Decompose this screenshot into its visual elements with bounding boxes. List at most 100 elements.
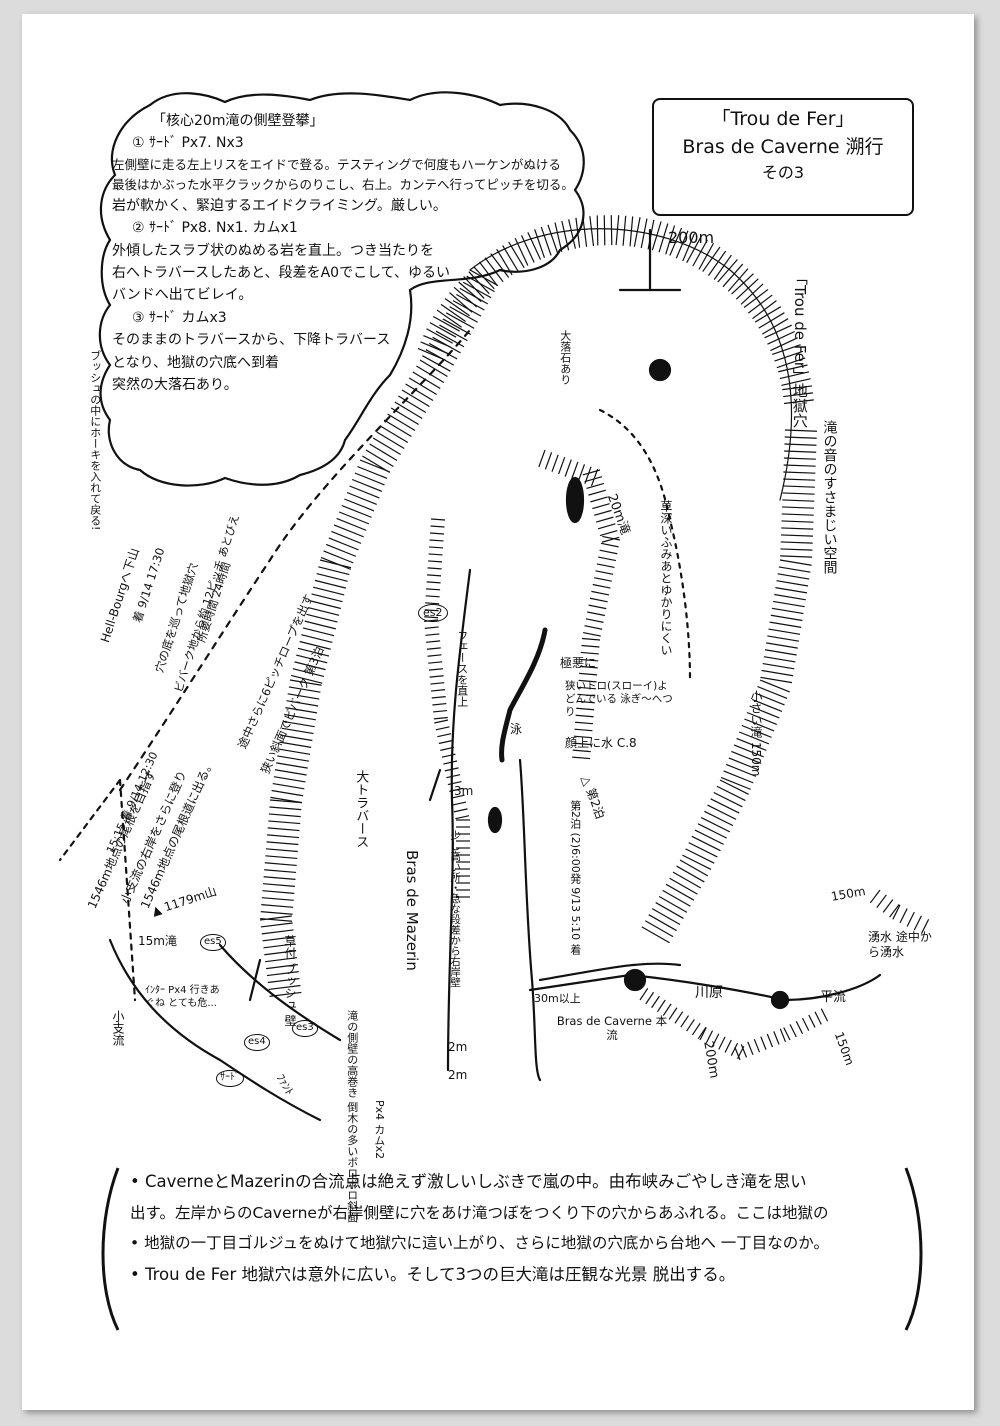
cliff-tick [261, 897, 294, 901]
cliff-tick [590, 496, 608, 503]
cliff-tick [428, 560, 443, 563]
cliff-tick [299, 640, 331, 650]
cliff-tick [436, 309, 462, 328]
cliff-tick [770, 337, 798, 352]
cliff-tick [265, 855, 298, 860]
cliff-tick [577, 686, 596, 690]
cliff-tick [633, 217, 641, 247]
note-cloud [98, 91, 585, 487]
cliff-tick [747, 294, 773, 314]
cliff-tick [426, 581, 441, 584]
cliff-tick [432, 315, 460, 332]
cliff-tick [394, 401, 423, 419]
cliff-tick [266, 841, 299, 846]
note-line: 出す。左岸からのCaverneが右岸側壁に穴をあけ滝つぼをつくり下の穴からあふれ… [130, 1204, 829, 1223]
cliff-tick [697, 823, 727, 839]
cliff-tick [279, 741, 312, 748]
cliff-tick [490, 253, 510, 278]
cliff-tick [789, 1024, 797, 1038]
mazerin-gorge-right-wall [518, 758, 542, 1082]
cliff-tick [727, 268, 749, 292]
cliff-tick [764, 324, 792, 339]
cliff-tick [376, 431, 405, 450]
cliff-tick [579, 665, 598, 669]
cliff-tick [416, 365, 445, 383]
cliff-tick [351, 478, 383, 492]
cliff-tick [596, 563, 615, 569]
cliff-tick [594, 509, 612, 516]
cliff-tick [456, 293, 485, 311]
note-line: • Trou de Fer 地獄穴は意外に広い。そして3つの巨大滝は圧観な光景 … [130, 1264, 736, 1284]
cliff-tick [325, 543, 357, 557]
cliff-tick [761, 318, 789, 335]
cliff-tick [773, 1031, 780, 1045]
cliff-tick [306, 613, 338, 623]
contour-ticks [259, 215, 930, 1061]
cliff-tick [698, 242, 715, 270]
cliff-tick [564, 459, 572, 477]
cliff-tick [267, 827, 300, 832]
cliff-tick [702, 246, 721, 272]
cliff-tick [679, 859, 709, 877]
cliff-tick [568, 219, 576, 249]
cliff-tick [781, 520, 814, 523]
goku-note: 極悪に [560, 656, 597, 670]
creek-note: ｲﾝﾀｰ Px4 行きあぐね とても危... [145, 985, 220, 1009]
cliff-tick [782, 499, 815, 502]
cliff-tick [728, 757, 759, 771]
cliff-tick [430, 525, 445, 528]
cliff-tick [380, 425, 409, 444]
cliff-tick [430, 518, 446, 521]
cliff-tick [280, 734, 313, 742]
note-line: • CaverneとMazerinの合流点は絶えず激しいしぶきで嵐の中。由布峡み… [130, 1172, 807, 1191]
cliff-tick [447, 780, 462, 786]
cliff-tick [691, 835, 721, 852]
cliff-tick [772, 344, 801, 356]
cliff-tick [268, 820, 301, 825]
cliff-tick [264, 950, 297, 956]
cliff-tick [699, 1027, 707, 1041]
cliff-tick [502, 245, 519, 272]
cliff-tick [401, 389, 430, 407]
mazerin-label: Bras de Mazerin [402, 850, 421, 971]
cliff-tick [801, 1017, 810, 1031]
cliff-tick [598, 556, 616, 562]
cliff-tick [296, 654, 328, 664]
cliff-tick [586, 482, 605, 489]
es4-tag: es4 [244, 1034, 270, 1051]
narrow-note: 狭いトロ(スローイ)よどんでいる 泳ぎ〜へつり [565, 680, 673, 719]
cliff-tick [782, 506, 815, 509]
trou-de-fer-sub: 滝の音のすさまじい空間 [821, 420, 838, 574]
cliff-tick [722, 263, 744, 288]
cliff-tick [426, 588, 441, 591]
cliff-tick [428, 553, 443, 556]
cliff-tick [705, 1030, 714, 1044]
cliff-tick [439, 324, 468, 342]
cliff-tick [713, 791, 743, 808]
cliff-tick [762, 662, 795, 670]
cliff-tick [751, 698, 783, 712]
cloud-line: 右へトラバースしたあと、段差をA0でこして、ゆるい [112, 264, 450, 281]
cliff-tick [781, 378, 811, 386]
cliff-tick [262, 936, 295, 942]
cliff-tick [261, 904, 294, 908]
cliff-tick [820, 1008, 829, 1022]
cliff-tick [644, 920, 674, 938]
cliff-tick [665, 225, 676, 255]
cliff-tick [600, 542, 619, 548]
cliff-tick [776, 580, 809, 587]
cliff-tick [759, 679, 790, 693]
cliff-tick [346, 491, 377, 505]
cliff-tick [647, 219, 655, 250]
cliff-tick [359, 459, 390, 473]
cliff-tick [572, 749, 591, 753]
cliff-tick [292, 668, 325, 677]
cliff-tick [795, 1020, 804, 1035]
cloud-line: となり、地獄の穴底へ到着 [112, 354, 280, 371]
cliff-tick [906, 911, 915, 927]
cliff-tick [263, 876, 296, 880]
cliff-tick [290, 674, 323, 684]
cliff-tick [578, 679, 597, 683]
cliff-tick [577, 464, 586, 482]
small-creek [108, 938, 322, 1122]
